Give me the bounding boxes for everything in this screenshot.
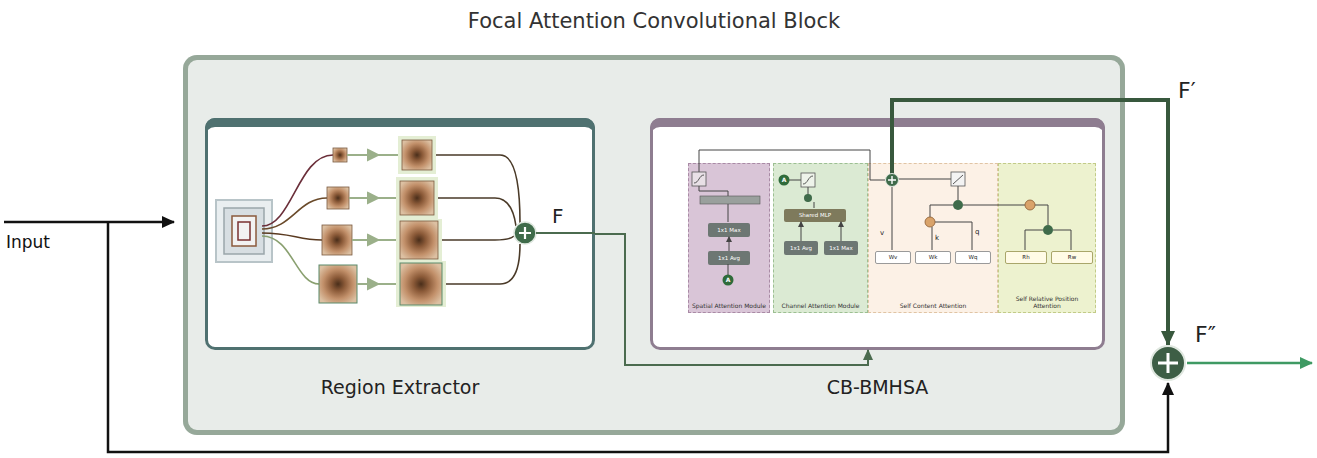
mlp-box: Shared MLP: [784, 209, 846, 222]
edge-label: F: [552, 204, 564, 228]
module-title: CB-BMHSA: [650, 375, 1105, 399]
signal-label: F″: [1195, 322, 1216, 348]
pool-box: 1x1 Avg: [708, 251, 750, 265]
connector: [729, 237, 730, 251]
box-text: 1x1 Avg: [790, 245, 812, 252]
pool-box: 1x1 Avg: [784, 241, 818, 255]
input-label: Input: [6, 232, 50, 252]
box-text: 1x1 Max: [829, 245, 852, 252]
connector: [595, 234, 868, 365]
module-marker: A: [779, 176, 789, 183]
submodule: Self Content Attention Wv Wk Wq: [868, 163, 998, 313]
submodule: Self Relative Position Attention Rh Rw: [998, 163, 1096, 313]
module-marker: A: [723, 276, 733, 283]
box-text: Wq: [969, 254, 978, 261]
box-text: Shared MLP: [799, 212, 831, 219]
connector: [841, 222, 842, 241]
submodule-title: Channel Attention Module: [776, 302, 865, 309]
module-title: Region Extractor: [205, 375, 595, 399]
submodule-title: Spatial Attention Module: [691, 302, 767, 309]
vector-label: v: [880, 229, 884, 237]
box-text: Rw: [1068, 254, 1076, 261]
submodule-title: Self Relative Position Attention: [1001, 295, 1093, 309]
signal-label: F′: [1178, 78, 1196, 104]
pool-box: 1x1 Max: [708, 223, 750, 237]
position-box: Rw: [1051, 251, 1093, 264]
weight-box: Wk: [915, 251, 951, 264]
submodule-title: Self Content Attention: [871, 302, 995, 309]
module-panel: CB-BMHSASpatial Attention Module1x1 Max1…: [650, 118, 1105, 350]
vector-label: q: [975, 228, 979, 236]
box-text: Wk: [929, 254, 938, 261]
box-text: 1x1 Avg: [718, 255, 740, 262]
weight-box: Wv: [875, 251, 911, 264]
vector-label: k: [935, 234, 939, 242]
connector: [801, 222, 802, 241]
box-text: Rh: [1022, 254, 1029, 261]
position-box: Rh: [1005, 251, 1047, 264]
weight-box: Wq: [955, 251, 991, 264]
box-text: 1x1 Max: [717, 227, 740, 234]
pool-box: 1x1 Max: [824, 241, 858, 255]
box-text: Wv: [889, 254, 898, 261]
submodule: Channel Attention Module Shared MLP 1x1 Av…: [773, 163, 868, 313]
block-title: Focal Attention Convolutional Block: [183, 9, 1125, 34]
